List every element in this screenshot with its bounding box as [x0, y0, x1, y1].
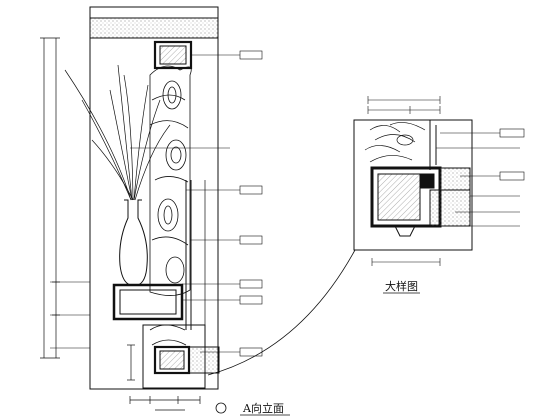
detail-frame: [353, 119, 473, 251]
elevation-view: [50, 6, 220, 390]
detail-view: [353, 119, 473, 251]
dimension-lines-detail: [367, 96, 441, 266]
elevation-frame: [89, 6, 219, 390]
detail-callout-arc: [207, 249, 356, 376]
elevation-title-group: A向立面: [215, 401, 290, 416]
detail-annotation-tags: [436, 128, 525, 227]
vase: [119, 199, 148, 286]
detail-title: 大样图: [385, 279, 418, 293]
ceiling-band: [89, 17, 219, 39]
annotation-tags: [130, 50, 263, 357]
dimension-lines-left: [40, 37, 206, 411]
middle-drawer: [112, 283, 184, 321]
elevation-title: A向立面: [242, 401, 284, 415]
detail-title-group: 大样图: [383, 279, 420, 294]
reed-stems: [64, 64, 171, 201]
wood-grain-panel: [149, 65, 192, 346]
base-outline: [142, 324, 206, 389]
